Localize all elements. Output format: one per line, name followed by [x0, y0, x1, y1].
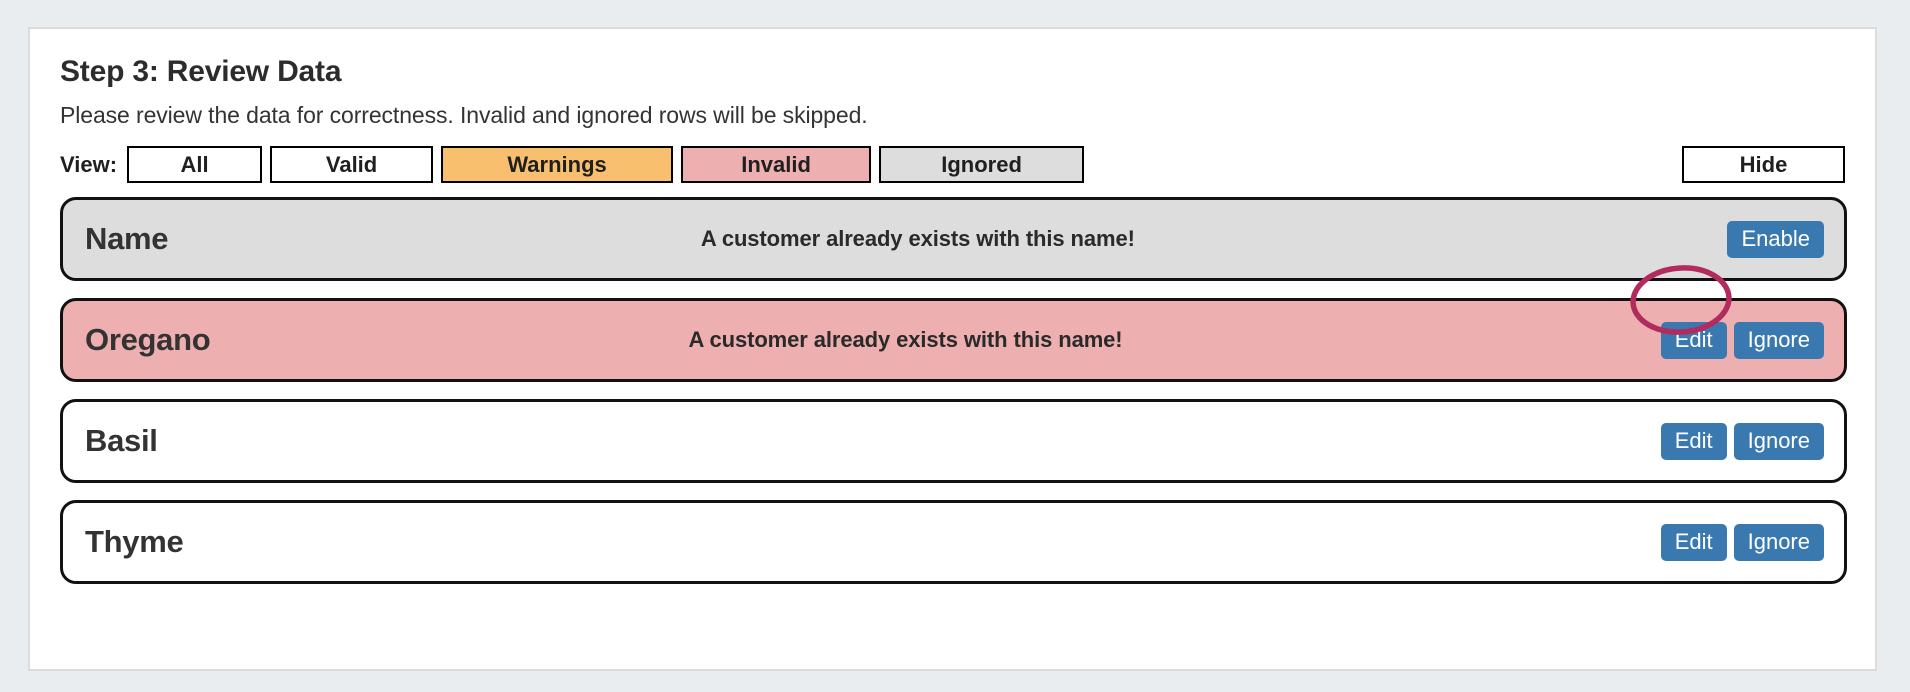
- card-content: Step 3: Review Data Please review the da…: [30, 29, 1875, 585]
- ignore-button-basil[interactable]: Ignore: [1733, 422, 1824, 460]
- page-title: Step 3: Review Data: [60, 55, 342, 88]
- filter-button-all[interactable]: All: [127, 146, 263, 184]
- table-row-basil[interactable]: Basil Edit Ignore: [60, 399, 1847, 484]
- table-header-row: Name A customer already exists with this…: [60, 197, 1847, 282]
- hide-button[interactable]: Hide: [1682, 146, 1845, 184]
- review-data-card: Step 3: Review Data Please review the da…: [28, 27, 1877, 671]
- view-label: View:: [60, 151, 118, 177]
- column-header-message: A customer already exists with this name…: [700, 226, 1135, 252]
- row-message-oregano: A customer already exists with this name…: [688, 327, 1123, 353]
- edit-button-basil[interactable]: Edit: [1660, 422, 1727, 460]
- filter-button-warnings[interactable]: Warnings: [441, 146, 674, 184]
- edit-button-oregano[interactable]: Edit: [1660, 321, 1727, 359]
- row-name-basil: Basil: [85, 423, 158, 459]
- row-actions-oregano: Edit Ignore: [1660, 321, 1824, 359]
- filter-button-valid[interactable]: Valid: [270, 146, 434, 184]
- edit-button-thyme[interactable]: Edit: [1660, 523, 1727, 561]
- filter-button-ignored[interactable]: Ignored: [879, 146, 1085, 184]
- row-name-thyme: Thyme: [85, 524, 184, 560]
- ignore-button-thyme[interactable]: Ignore: [1733, 523, 1824, 561]
- enable-button[interactable]: Enable: [1727, 220, 1824, 258]
- column-header-name: Name: [85, 221, 169, 257]
- row-actions-basil: Edit Ignore: [1660, 422, 1824, 460]
- review-rows: Name A customer already exists with this…: [60, 197, 1847, 585]
- view-filter-bar: View: All Valid Warnings Invalid Ignored…: [60, 146, 1847, 184]
- table-row-oregano[interactable]: Oregano A customer already exists with t…: [60, 298, 1847, 383]
- header-row-actions: Enable: [1727, 220, 1824, 258]
- ignore-button-oregano[interactable]: Ignore: [1733, 321, 1824, 359]
- page-description: Please review the data for correctness. …: [60, 101, 868, 128]
- table-row-thyme[interactable]: Thyme Edit Ignore: [60, 500, 1847, 585]
- filter-button-invalid[interactable]: Invalid: [681, 146, 872, 184]
- row-name-oregano: Oregano: [85, 322, 211, 358]
- row-actions-thyme: Edit Ignore: [1660, 523, 1824, 561]
